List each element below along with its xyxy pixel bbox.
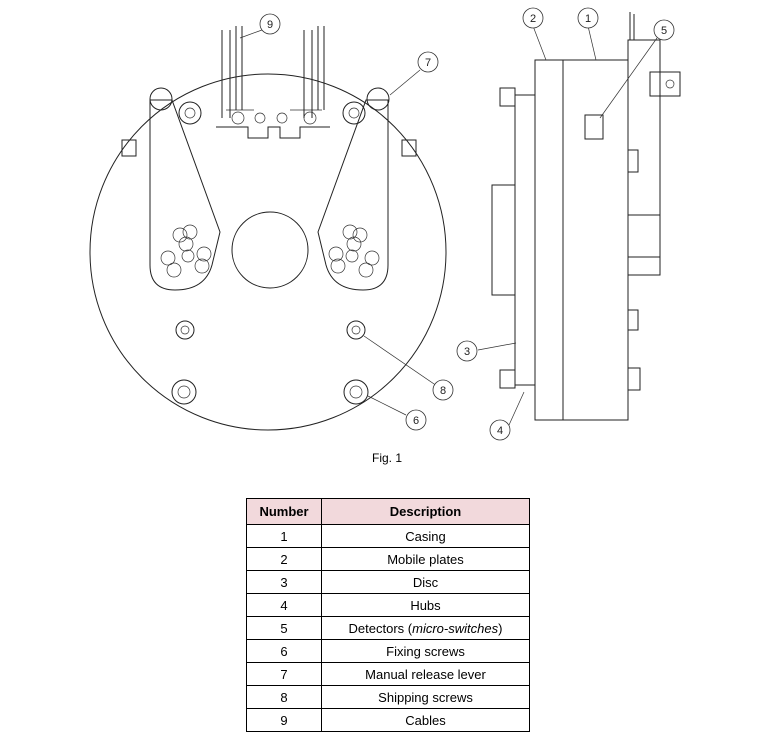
row-description: Mobile plates (321, 547, 530, 571)
callout-7: 7 (417, 51, 439, 73)
svg-text:1: 1 (585, 13, 591, 25)
row-number: 8 (246, 685, 322, 709)
row-description: Fixing screws (321, 639, 530, 663)
svg-text:8: 8 (440, 385, 446, 397)
svg-text:5: 5 (661, 25, 667, 37)
side-view (491, 12, 681, 421)
row-number: 4 (246, 593, 322, 617)
row-number: 7 (246, 662, 322, 686)
row-description-em: micro-switches (412, 620, 499, 636)
row-description-post: ) (498, 620, 503, 636)
left-release-lever (149, 99, 221, 291)
row-number: 1 (246, 524, 322, 548)
row-description: Disc (321, 570, 530, 594)
row-description: Shipping screws (321, 685, 530, 709)
callout-3: 3 (456, 340, 478, 362)
svg-text:2: 2 (530, 13, 536, 25)
release-lever-side (627, 39, 661, 276)
row-description: Casing (321, 524, 530, 548)
disc (514, 94, 536, 386)
callout-8: 8 (432, 379, 454, 401)
row-number: 9 (246, 708, 322, 732)
svg-text:9: 9 (267, 19, 273, 31)
row-description: Cables (321, 708, 530, 732)
svg-text:7: 7 (425, 57, 431, 69)
casing (562, 59, 629, 421)
table-header-row: Number Description (246, 498, 530, 525)
svg-text:4: 4 (497, 425, 503, 437)
callout-6: 6 (405, 409, 427, 431)
front-view (89, 26, 447, 431)
callout-9: 9 (259, 13, 281, 35)
header-description: Description (321, 498, 530, 525)
mobile-plates (534, 59, 564, 421)
callout-4: 4 (489, 419, 511, 441)
svg-text:6: 6 (413, 415, 419, 427)
row-description: Detectors (micro-switches) (321, 616, 530, 640)
row-description: Hubs (321, 593, 530, 617)
svg-text:3: 3 (464, 346, 470, 358)
center-bore (231, 211, 309, 289)
callout-1: 1 (577, 7, 599, 29)
row-description: Manual release lever (321, 662, 530, 686)
row-number: 6 (246, 639, 322, 663)
technical-drawing: 1 2 3 4 5 6 7 8 9 (89, 7, 681, 441)
callout-2: 2 (522, 7, 544, 29)
right-release-lever (317, 99, 389, 291)
row-number: 5 (246, 616, 322, 640)
callout-5: 5 (653, 19, 675, 41)
row-number: 2 (246, 547, 322, 571)
callouts: 1 2 3 4 5 6 7 8 9 (239, 7, 675, 441)
header-number: Number (246, 498, 322, 525)
row-number: 3 (246, 570, 322, 594)
brake-body-circle (89, 73, 447, 431)
row-description-pre: Detectors ( (348, 620, 413, 636)
figure-caption: Fig. 1 (371, 451, 402, 465)
